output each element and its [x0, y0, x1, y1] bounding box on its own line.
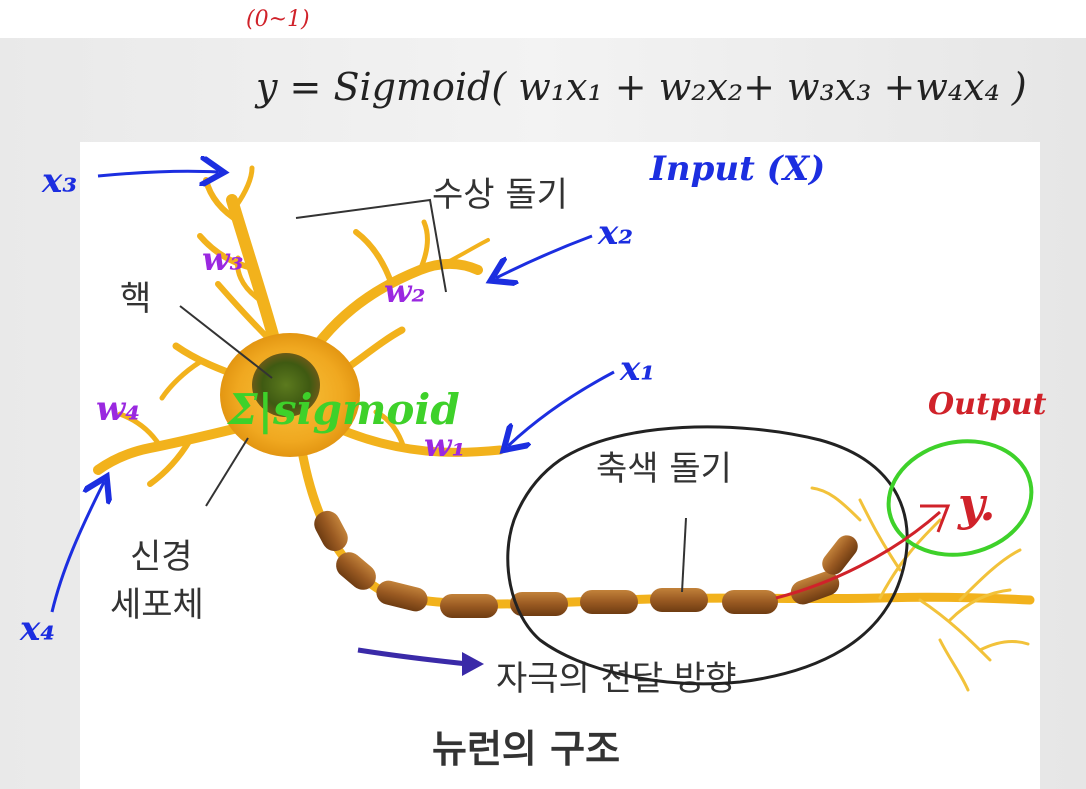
myelin-sheaths [314, 510, 858, 618]
x1-label: x₁ [619, 349, 655, 389]
output-arrow [775, 510, 941, 600]
w4-label: w₄ [96, 389, 140, 429]
output-label: Output [928, 387, 1047, 422]
diagram-caption: 뉴런의 구조 [432, 727, 620, 771]
x3-label: x₃ [41, 161, 77, 201]
axon-highlight-loop [506, 425, 909, 686]
x2-label: x₂ [597, 213, 633, 253]
w3-label: w₃ [202, 240, 244, 278]
label-cell-body-1: 신경 [130, 537, 193, 577]
output-y-label: y. [957, 477, 995, 531]
label-axon: 축색 돌기 [596, 449, 732, 489]
handwritten-annotations: (0~1) y = Sigmoid( w₁x₁ + w₂x₂+ w₃x₃ +w₄… [19, 7, 1047, 686]
signal-direction-arrowhead [462, 652, 484, 676]
label-signal-direction: 자극의 전달 방향 [496, 659, 737, 699]
x4-label: x₄ [19, 609, 55, 649]
x3-arrow [97, 171, 218, 176]
sum-sigmoid-label: Σ|sigmoid [226, 385, 460, 434]
label-dendrite: 수상 돌기 [432, 175, 568, 215]
dendrites [93, 165, 505, 487]
w1-label: w₁ [424, 426, 466, 464]
input-label: Input (X) [649, 149, 825, 189]
sigmoid-formula: y = Sigmoid( w₁x₁ + w₂x₂+ w₃x₃ +w₄x₄ ) [254, 65, 1027, 109]
w2-label: w₂ [384, 272, 426, 310]
range-note: (0~1) [246, 7, 310, 32]
nucleus [252, 353, 320, 417]
label-nucleus: 핵 [120, 279, 151, 319]
x1-arrow [508, 370, 615, 446]
axon-terminals [810, 486, 1030, 692]
label-cell-body-2: 세포체 [110, 585, 204, 625]
leader-lines [179, 198, 687, 593]
neuron-illustration: 수상 돌기 핵 신경 세포체 축색 돌기 자극의 전달 방향 뉴런의 구조 [93, 165, 1035, 771]
x2-arrow [496, 234, 593, 278]
output-arrowhead [920, 504, 951, 533]
x4-arrow [50, 482, 104, 613]
output-circle [886, 439, 1034, 557]
signal-direction-arrow [357, 647, 469, 667]
